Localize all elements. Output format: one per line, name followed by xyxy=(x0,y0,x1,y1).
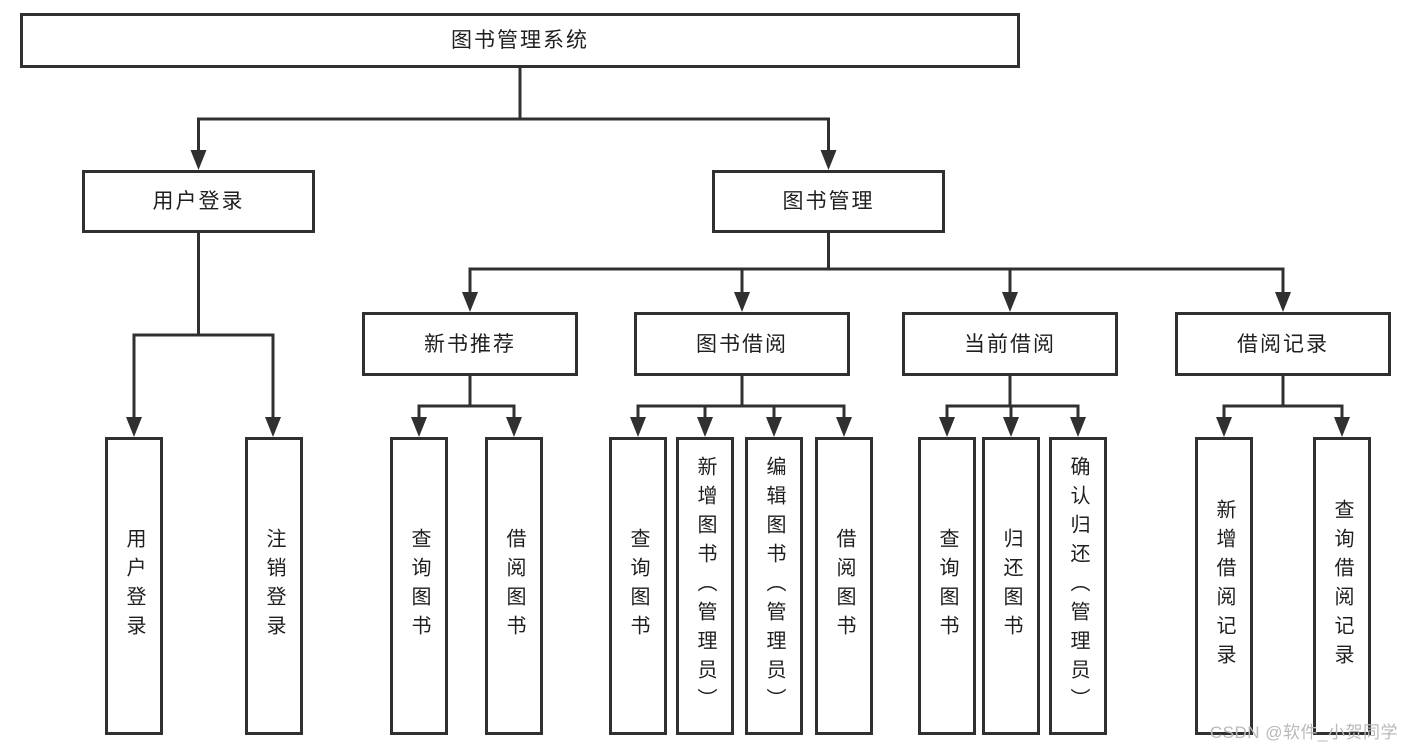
leaf-logout-label: 注销登录 xyxy=(263,528,285,644)
arrowhead-icon xyxy=(506,417,522,437)
arrowhead-icon xyxy=(265,417,281,437)
arrowhead-icon xyxy=(1275,292,1291,312)
node-book-borrowing-label: 图书借阅 xyxy=(696,332,788,356)
node-book-borrowing: 图书借阅 xyxy=(634,312,850,376)
arrowhead-icon xyxy=(1070,417,1086,437)
leaf-add-borrow-record-label: 新增借阅记录 xyxy=(1213,499,1235,673)
leaf-borrow-books-recommendation: 借阅图书 xyxy=(485,437,543,735)
node-new-book-recommendation: 新书推荐 xyxy=(362,312,578,376)
arrowhead-icon xyxy=(836,417,852,437)
arrowhead-icon xyxy=(766,417,782,437)
leaf-edit-books-admin-label: 编辑图书（管理员） xyxy=(763,455,785,717)
arrowhead-icon xyxy=(126,417,142,437)
node-book-management: 图书管理 xyxy=(712,170,945,233)
edge-new-book-recommendation-to-leaves xyxy=(417,374,516,421)
leaf-query-books-recommendation-label: 查询图书 xyxy=(408,528,430,644)
leaf-return-books: 归还图书 xyxy=(982,437,1040,735)
leaf-query-books-current-label: 查询图书 xyxy=(936,528,958,644)
arrowhead-icon xyxy=(462,292,478,312)
arrowhead-icon xyxy=(190,150,207,170)
edge-user-login-to-leaves xyxy=(132,231,275,421)
arrowhead-icon xyxy=(1334,417,1350,437)
arrowhead-icon xyxy=(697,417,713,437)
leaf-add-borrow-record: 新增借阅记录 xyxy=(1195,437,1253,735)
leaf-user-login-label: 用户登录 xyxy=(123,528,145,644)
arrowhead-icon xyxy=(734,292,750,312)
leaf-return-books-label: 归还图书 xyxy=(1000,528,1022,644)
arrowhead-icon xyxy=(1002,292,1018,312)
arrowhead-icon xyxy=(939,417,955,437)
node-current-borrowing-label: 当前借阅 xyxy=(964,332,1056,356)
leaf-confirm-return-admin-label: 确认归还（管理员） xyxy=(1067,455,1089,717)
arrowhead-icon xyxy=(820,150,837,170)
node-library-management-system-label: 图书管理系统 xyxy=(451,29,589,52)
leaf-logout: 注销登录 xyxy=(245,437,303,735)
leaf-add-books-admin-label: 新增图书（管理员） xyxy=(694,455,716,717)
edge-book-borrowing-to-leaves xyxy=(636,374,846,421)
arrowhead-icon xyxy=(630,417,646,437)
leaf-query-books-borrowing-label: 查询图书 xyxy=(627,528,649,644)
leaf-confirm-return-admin: 确认归还（管理员） xyxy=(1049,437,1107,735)
leaf-user-login: 用户登录 xyxy=(105,437,163,735)
node-user-login-label: 用户登录 xyxy=(152,190,245,213)
node-borrowing-records: 借阅记录 xyxy=(1175,312,1391,376)
node-new-book-recommendation-label: 新书推荐 xyxy=(424,332,516,356)
leaf-query-borrow-record: 查询借阅记录 xyxy=(1313,437,1371,735)
leaf-add-books-admin: 新增图书（管理员） xyxy=(676,437,734,735)
node-borrowing-records-label: 借阅记录 xyxy=(1237,332,1329,356)
leaf-query-books-recommendation: 查询图书 xyxy=(390,437,448,735)
leaf-query-books-borrowing: 查询图书 xyxy=(609,437,667,735)
edge-current-borrowing-to-leaves xyxy=(945,374,1080,421)
leaf-edit-books-admin: 编辑图书（管理员） xyxy=(745,437,803,735)
leaf-borrow-books-recommendation-label: 借阅图书 xyxy=(503,528,525,644)
edge-root-to-branches xyxy=(197,66,830,154)
node-current-borrowing: 当前借阅 xyxy=(902,312,1118,376)
csdn-watermark: CSDN @软件_小贺同学 xyxy=(1209,723,1398,742)
leaf-query-books-current: 查询图书 xyxy=(918,437,976,735)
arrowhead-icon xyxy=(1216,417,1232,437)
leaf-borrow-books-label: 借阅图书 xyxy=(833,528,855,644)
edge-book-management-to-groups xyxy=(468,231,1285,296)
node-user-login: 用户登录 xyxy=(82,170,315,233)
node-library-management-system: 图书管理系统 xyxy=(20,13,1020,68)
leaf-borrow-books: 借阅图书 xyxy=(815,437,873,735)
node-book-management-label: 图书管理 xyxy=(782,190,875,213)
arrowhead-icon xyxy=(411,417,427,437)
edge-borrowing-records-to-leaves xyxy=(1222,374,1344,421)
arrowhead-icon xyxy=(1003,417,1019,437)
leaf-query-borrow-record-label: 查询借阅记录 xyxy=(1331,499,1353,673)
